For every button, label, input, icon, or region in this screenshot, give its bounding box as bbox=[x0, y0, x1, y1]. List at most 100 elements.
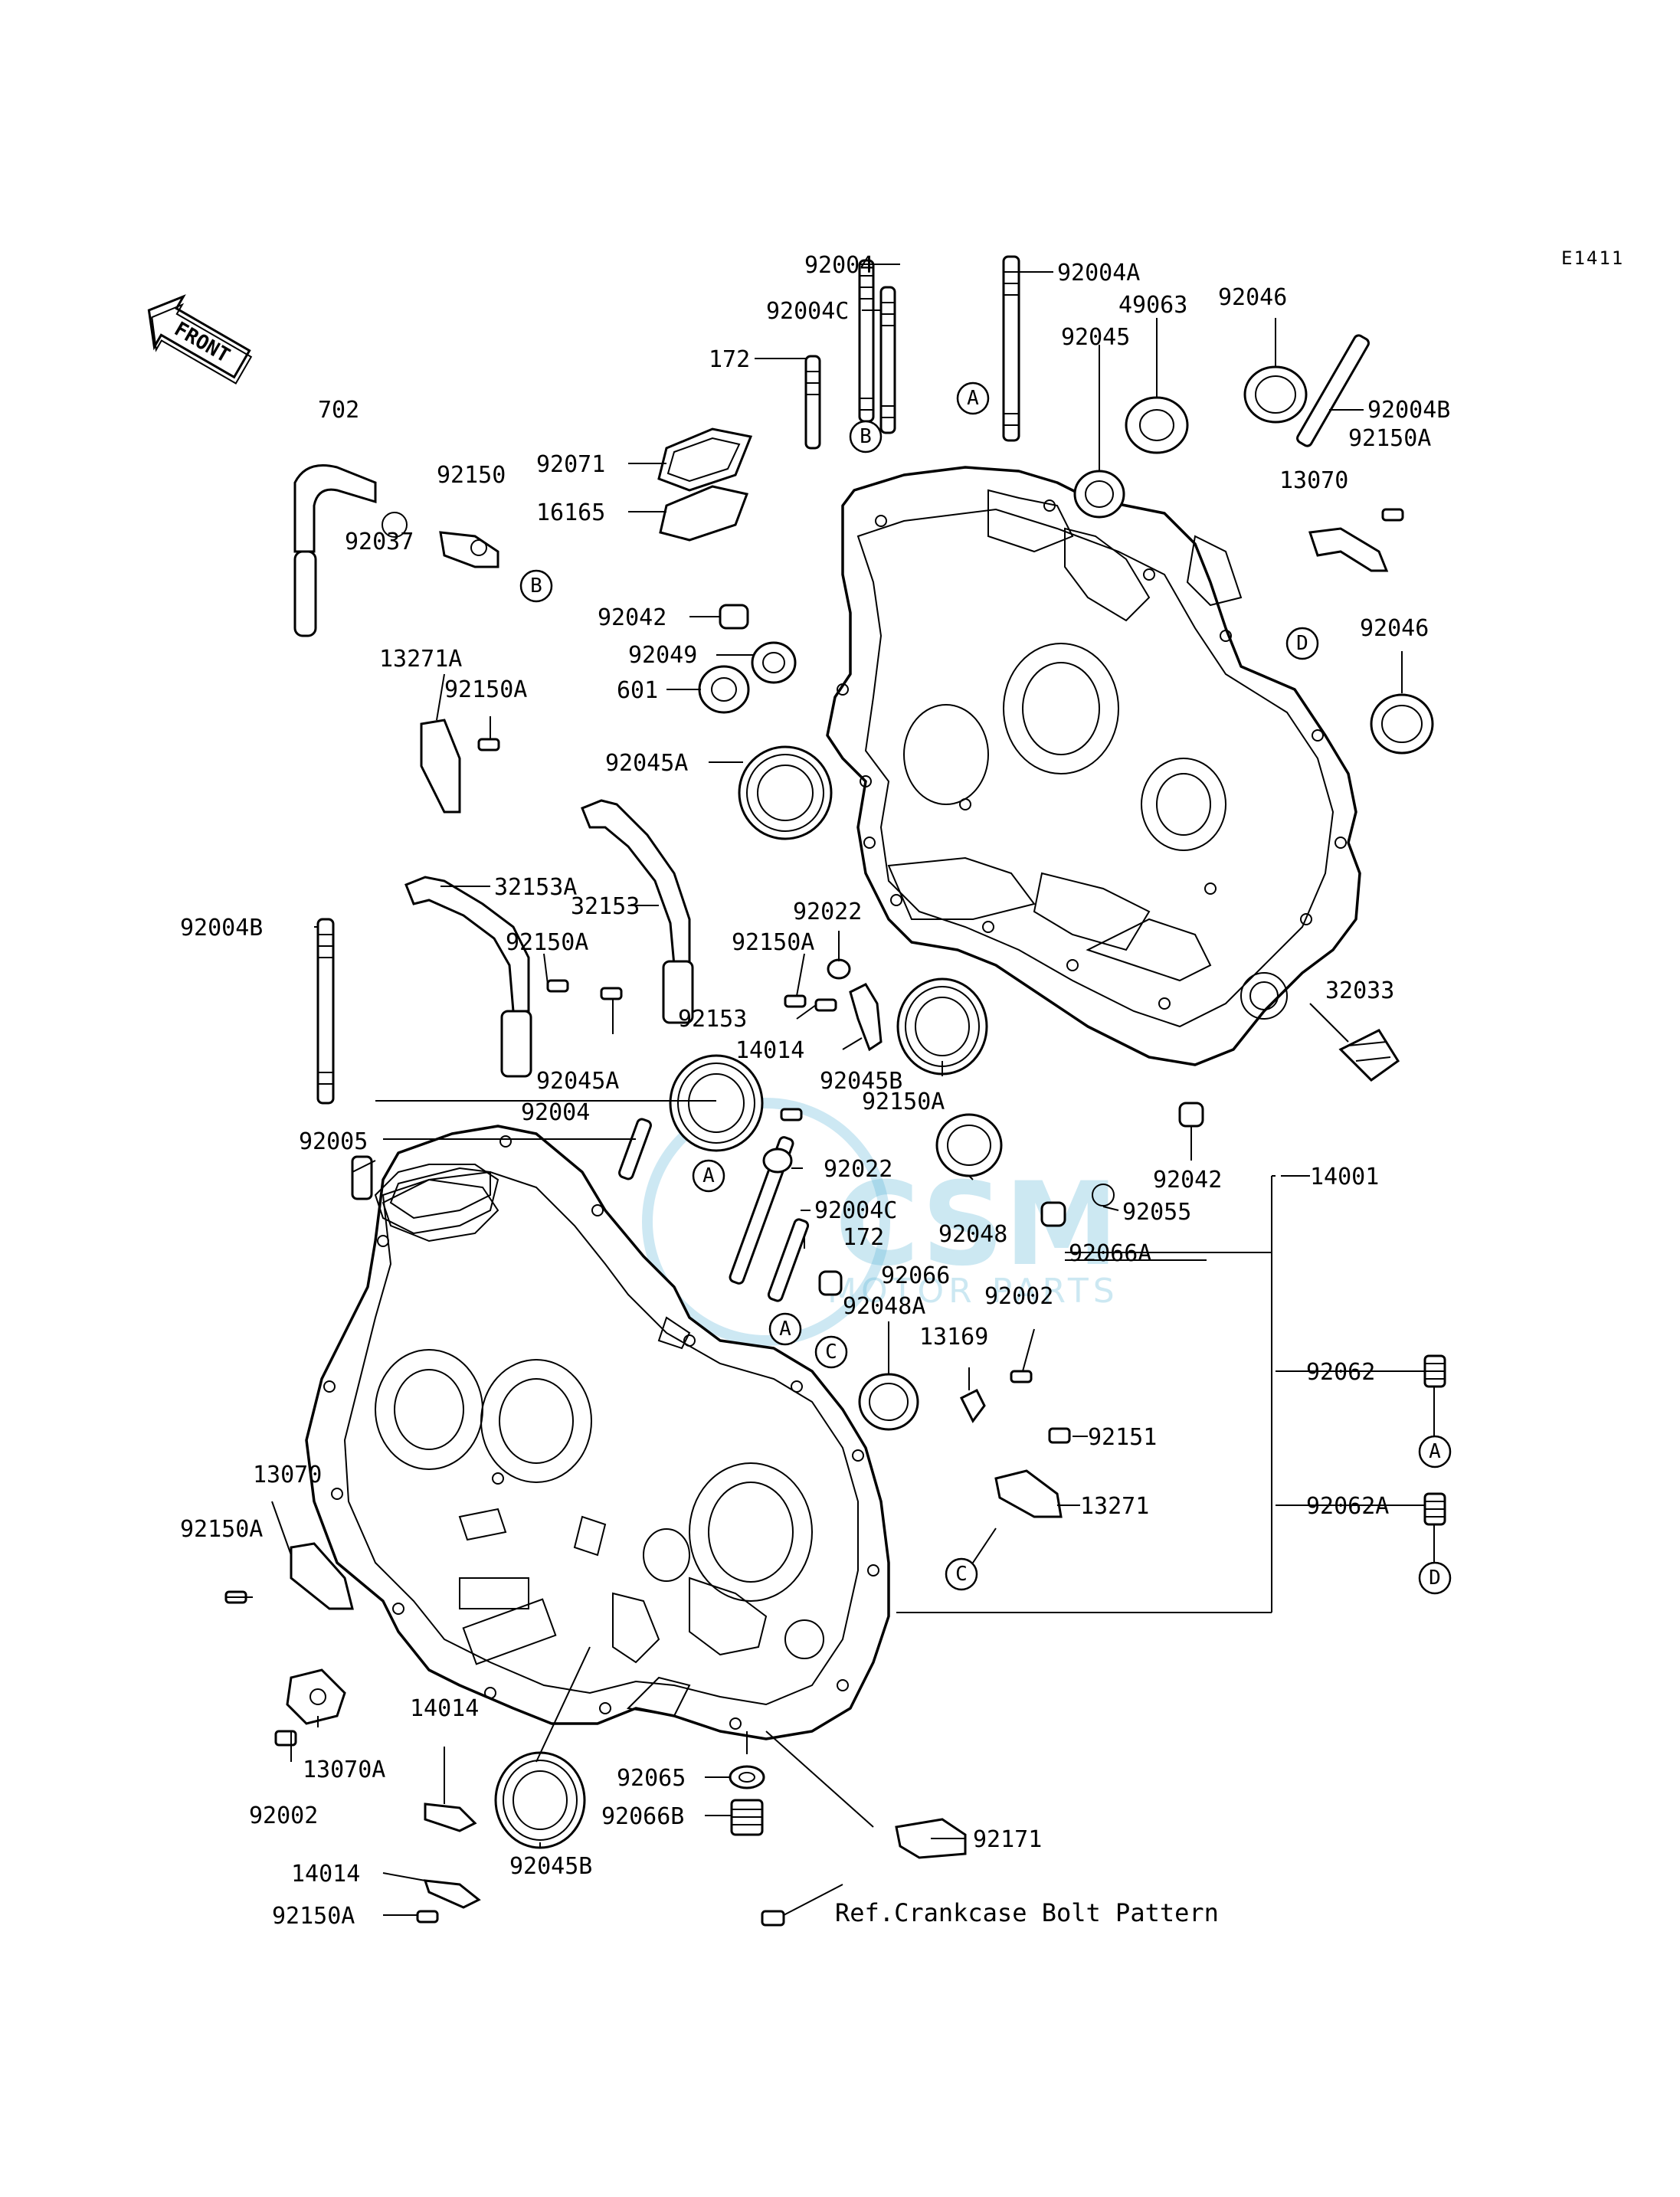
ref-circle-c-2-label: C bbox=[955, 1563, 968, 1586]
part-label: 92150A bbox=[180, 1516, 263, 1543]
part-label: 13070A bbox=[303, 1757, 385, 1783]
part-label: 49063 bbox=[1118, 292, 1187, 319]
needle-bearing-92048A bbox=[858, 1373, 919, 1431]
bearing-92045B-lower bbox=[494, 1751, 586, 1849]
part-labels: 92004 92004A 92004C 172 49063 92046 9204… bbox=[180, 252, 1450, 1930]
part-label: 92004 bbox=[521, 1099, 590, 1126]
ref-circle-a-3: A bbox=[768, 1312, 802, 1346]
part-label: 13070 bbox=[1279, 467, 1348, 494]
part-label: 92066 bbox=[881, 1262, 950, 1289]
oring-92055 bbox=[1092, 1184, 1115, 1207]
stud-92004 bbox=[858, 259, 875, 423]
part-label: 92004A bbox=[1057, 260, 1140, 286]
ref-circle-a-2-label: A bbox=[702, 1164, 715, 1187]
plug-92062 bbox=[1423, 1354, 1446, 1388]
bearing-92045 bbox=[1073, 470, 1125, 519]
gasket-16165 bbox=[659, 485, 749, 542]
part-label: 92045 bbox=[1061, 324, 1130, 351]
stud-92004A bbox=[1002, 255, 1020, 442]
part-label: 92048A bbox=[843, 1293, 925, 1320]
part-label: 14014 bbox=[291, 1861, 360, 1888]
ref-circle-a-1: A bbox=[956, 381, 990, 415]
washer-92022-mid bbox=[762, 1148, 793, 1174]
part-label: 92048 bbox=[938, 1221, 1007, 1248]
part-label: 92150A bbox=[1348, 425, 1431, 452]
dowel-92042 bbox=[719, 604, 749, 630]
washer-92065 bbox=[729, 1765, 765, 1789]
ref-circles: A A A A B B C C bbox=[519, 381, 1452, 1595]
dowel-92066 bbox=[818, 1270, 843, 1296]
part-label: 92045A bbox=[605, 750, 688, 777]
part-label: 92002 bbox=[249, 1802, 318, 1829]
ref-circle-c-1-label: C bbox=[825, 1341, 837, 1364]
bearing-601 bbox=[698, 665, 750, 714]
part-label: 92022 bbox=[824, 1156, 892, 1183]
part-label: 92042 bbox=[598, 604, 666, 631]
needle-bearing-92046 bbox=[1243, 365, 1308, 424]
needle-bearing-92048 bbox=[935, 1113, 1003, 1177]
bolt-92151 bbox=[1048, 1427, 1071, 1444]
plug-92066A bbox=[1040, 1201, 1066, 1227]
stud-172 bbox=[804, 355, 821, 450]
ref-circle-a-1-label: A bbox=[967, 387, 979, 410]
bolt-92153 bbox=[814, 998, 837, 1012]
crankcase-right-half bbox=[826, 466, 1361, 1066]
part-label: 92002 bbox=[984, 1283, 1053, 1310]
oil-seal-92049 bbox=[751, 641, 797, 684]
part-label: 92045A bbox=[536, 1068, 619, 1095]
bearing-92045B bbox=[896, 977, 988, 1076]
plate-14014-bottom bbox=[423, 1879, 481, 1909]
part-label: 92037 bbox=[345, 529, 414, 555]
part-label: 92004 bbox=[804, 252, 873, 279]
crankcase-bolt bbox=[761, 1884, 843, 1927]
stud-92004B-top bbox=[1296, 334, 1370, 447]
leader-lines bbox=[226, 264, 1435, 1916]
ref-circle-d-1: D bbox=[1285, 627, 1319, 660]
part-label: 92005 bbox=[299, 1128, 368, 1155]
ref-circle-b-1: B bbox=[519, 569, 553, 603]
part-label: 92150A bbox=[862, 1089, 945, 1115]
part-label: 92046 bbox=[1360, 615, 1429, 642]
part-label: 601 bbox=[617, 677, 658, 704]
bearing-92045A-top bbox=[738, 745, 833, 840]
part-label: 92045B bbox=[820, 1068, 902, 1095]
dowel-92005 bbox=[351, 1155, 373, 1200]
ref-circle-c-1: C bbox=[814, 1335, 848, 1369]
case-bolt-holes-lower bbox=[323, 1135, 879, 1730]
part-label: 92004B bbox=[180, 915, 263, 941]
crankcase-left-half bbox=[305, 1125, 890, 1740]
part-label: 92062 bbox=[1306, 1359, 1375, 1386]
plate-14014-lower bbox=[424, 1802, 477, 1832]
ref-circle-a-4-label: A bbox=[1429, 1440, 1441, 1463]
bolt-92150A-h bbox=[416, 1910, 439, 1924]
cover-13070A bbox=[286, 1668, 346, 1725]
part-label: 16165 bbox=[536, 499, 605, 526]
bearing-92045A-mid bbox=[669, 1054, 764, 1152]
bolt-92150A-f bbox=[780, 1108, 803, 1121]
part-label: 13271A bbox=[379, 646, 462, 673]
part-label: 92022 bbox=[793, 899, 862, 925]
part-label: 14001 bbox=[1310, 1164, 1379, 1190]
drain-plug-92066B bbox=[730, 1799, 764, 1836]
bearing-49063 bbox=[1125, 396, 1189, 454]
part-label: 13070 bbox=[253, 1462, 322, 1488]
part-label: 92004C bbox=[814, 1197, 897, 1224]
gasket-92071 bbox=[657, 427, 753, 492]
stud-92004C-mid bbox=[729, 1136, 794, 1285]
part-label: 92004C bbox=[766, 298, 849, 325]
plate-14014-mid bbox=[849, 983, 883, 1052]
dowel-92042-right bbox=[1178, 1102, 1204, 1128]
part-label: 92150A bbox=[444, 676, 527, 703]
bolt-92150A-e bbox=[784, 994, 807, 1008]
part-label: 92151 bbox=[1088, 1424, 1157, 1451]
part-label: 92153 bbox=[678, 1006, 747, 1033]
part-label: 32153 bbox=[571, 893, 640, 920]
bolt-92150A-a bbox=[1381, 508, 1404, 522]
part-label: 92042 bbox=[1153, 1167, 1222, 1193]
watermark-subtext: MOTOR PARTS bbox=[827, 1272, 1119, 1311]
plug-92062A bbox=[1423, 1492, 1446, 1526]
stud-92004C bbox=[879, 286, 896, 434]
oil-pipe-32153A bbox=[404, 876, 532, 1078]
watermark: CSM MOTOR PARTS bbox=[642, 1098, 1119, 1346]
